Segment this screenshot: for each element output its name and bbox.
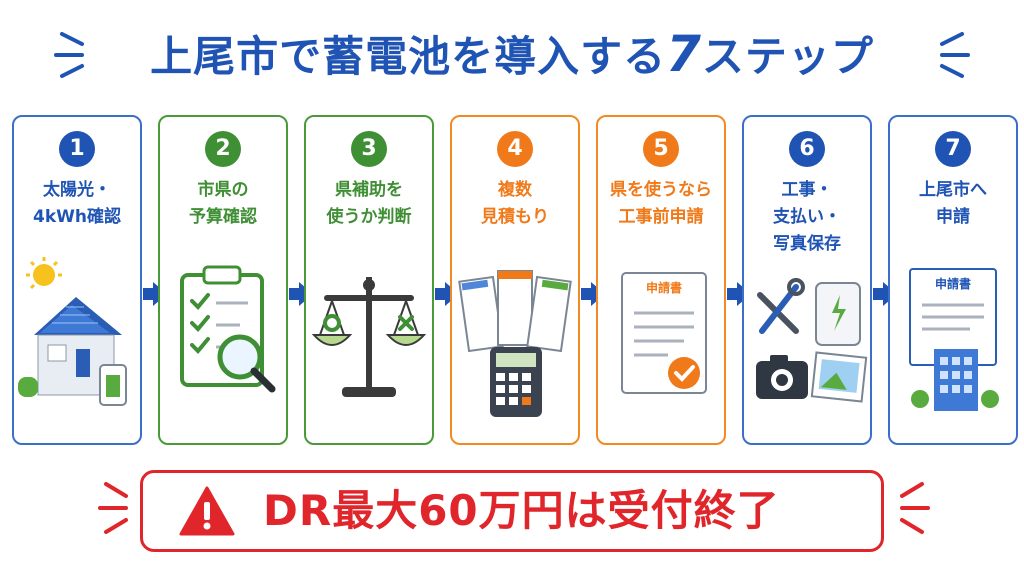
solar-house-battery-icon bbox=[18, 257, 127, 406]
step-number: 1 bbox=[59, 131, 95, 167]
step-number: 2 bbox=[205, 131, 241, 167]
step-label: 県を使うなら 工事前申請 bbox=[610, 180, 712, 227]
step-label: 複数 見積もり bbox=[481, 180, 549, 227]
step-card-1: 1 太陽光・ 4kWh確認 bbox=[12, 115, 142, 445]
step-card-3: 3 県補助を 使うか判断 bbox=[304, 115, 434, 445]
title-suffix: ステップ bbox=[701, 32, 874, 81]
application-form-check-icon: 申請書 bbox=[598, 257, 724, 437]
form-title: 申請書 bbox=[934, 277, 971, 291]
left-burst-icon bbox=[54, 32, 84, 78]
step-number: 4 bbox=[497, 131, 533, 167]
step-card-7: 7 上尾市へ 申請 申請書 bbox=[888, 115, 1018, 445]
step-card-2: 2 市県の 予算確認 bbox=[158, 115, 288, 445]
banner-text: DR最大60万円は受付終了 bbox=[263, 486, 780, 535]
steps-row: 1 太陽光・ 4kWh確認 2 市県の 予算確認 bbox=[12, 115, 1018, 445]
step-card-4: 4 複数 見積もり bbox=[450, 115, 580, 445]
left-banner-burst-icon bbox=[98, 482, 128, 534]
step-card-6: 6 工事・ 支払い・ 写真保存 bbox=[742, 115, 872, 445]
step-label: 上尾市へ 申請 bbox=[919, 180, 987, 227]
quotes-calculator-icon bbox=[458, 270, 572, 417]
status-banner: DR最大60万円は受付終了 bbox=[140, 470, 884, 552]
step-label: 市県の 予算確認 bbox=[189, 180, 257, 227]
title-number: 7 bbox=[666, 25, 702, 83]
tools-camera-photo-icon bbox=[756, 278, 868, 403]
step-card-5: 5 県を使うなら 工事前申請 申請書 bbox=[596, 115, 726, 445]
step-label: 太陽光・ 4kWh確認 bbox=[33, 180, 121, 227]
step-label: 県補助を 使うか判断 bbox=[326, 180, 412, 227]
right-banner-burst-icon bbox=[900, 482, 930, 534]
page-title: 上尾市で蓄電池を導入する7ステップ bbox=[0, 22, 1024, 86]
step-number: 3 bbox=[351, 131, 387, 167]
application-city-hall-icon: 申請書 bbox=[890, 257, 1016, 437]
step-label: 工事・ 支払い・ 写真保存 bbox=[773, 180, 841, 254]
step-number: 6 bbox=[789, 131, 825, 167]
balance-scale-icon bbox=[311, 277, 427, 397]
warning-triangle-icon bbox=[179, 486, 235, 536]
step-number: 5 bbox=[643, 131, 679, 167]
step-number: 7 bbox=[935, 131, 971, 167]
title-main: 上尾市で蓄電池を導入する bbox=[150, 32, 667, 81]
form-title: 申請書 bbox=[645, 281, 682, 295]
clipboard-magnifier-icon bbox=[180, 265, 276, 393]
right-burst-icon bbox=[940, 32, 970, 78]
